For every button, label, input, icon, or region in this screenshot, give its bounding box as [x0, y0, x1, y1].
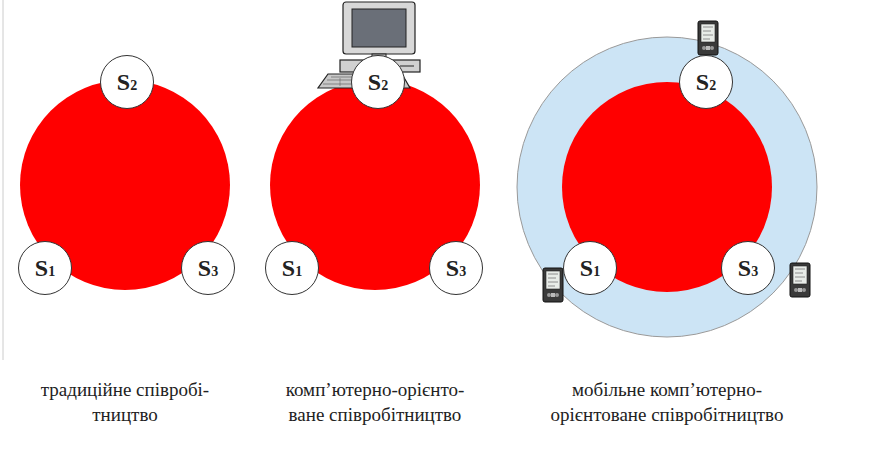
station-label: S3	[446, 256, 466, 280]
station-label: S2	[696, 70, 716, 94]
station-label: S3	[738, 256, 758, 280]
station-circle: S3	[721, 241, 775, 295]
station-circle: S3	[181, 241, 235, 295]
station-circle: S2	[679, 55, 733, 109]
station-circle: S1	[265, 241, 319, 295]
station-circle: S3	[429, 241, 483, 295]
station-circle: S2	[351, 55, 405, 109]
mobile-area	[517, 37, 817, 337]
station-label: S2	[117, 70, 137, 94]
station-label: S2	[368, 70, 388, 94]
caption: комп’ютерно-орієнто- ване співробітництв…	[268, 378, 483, 427]
edge-line	[3, 0, 4, 360]
caption: мобільне комп’ютерно- орієнтоване співро…	[535, 378, 800, 427]
station-label: S3	[198, 256, 218, 280]
station-circle: S1	[18, 241, 72, 295]
station-label: S1	[282, 256, 302, 280]
station-label: S1	[35, 256, 55, 280]
station-label: S1	[580, 256, 600, 280]
caption: традиційне співробі- тництво	[23, 378, 228, 427]
station-circle: S2	[100, 55, 154, 109]
station-circle: S1	[563, 241, 617, 295]
